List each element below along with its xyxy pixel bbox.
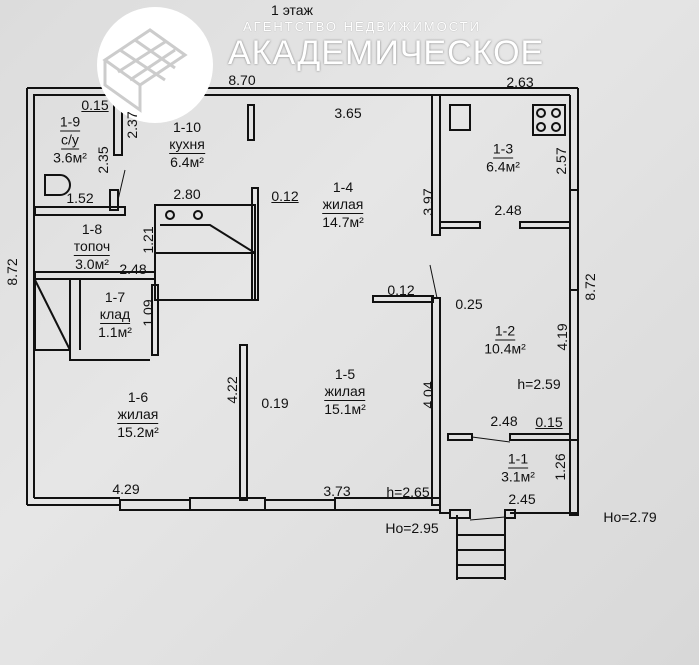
dimension-label: 2.48	[490, 413, 518, 429]
wall	[519, 221, 571, 229]
room-number: 1-2	[494, 322, 516, 341]
dimension-label: 4.22	[224, 376, 240, 404]
dimension-label: 2.57	[553, 147, 569, 175]
dimension-label: 3.65	[334, 105, 362, 121]
room-area: 6.4м²	[170, 154, 204, 170]
wall	[431, 297, 441, 506]
room-number: 1-9	[59, 113, 81, 132]
room-number: 1-7	[104, 289, 126, 305]
room-area: 3.0м²	[75, 256, 109, 272]
room-area: 1.1м²	[98, 324, 132, 340]
room-1-7: 1-7 клад 1.1м²	[98, 289, 132, 341]
dimension-label: h=2.59	[517, 376, 561, 392]
dimension-label: 0.25	[455, 296, 483, 312]
dimension-label: 3.97	[420, 188, 436, 216]
logo-tagline: АГЕНТСТВО НЕДВИЖИМОСТИ	[243, 19, 481, 34]
room-name: жилая	[322, 196, 364, 214]
room-area: 10.4м²	[484, 340, 526, 357]
wall	[154, 204, 256, 254]
room-1-3: 1-3 6.4м²	[486, 141, 520, 176]
dimension-label: 0.12	[271, 188, 299, 204]
wall	[439, 221, 481, 229]
room-name: с/у	[61, 131, 79, 150]
dimension-label: 2.63	[506, 74, 534, 90]
dimension-label: 2.80	[173, 186, 201, 202]
dimension-label: 1.26	[552, 453, 568, 481]
logo-name: АКАДЕМИЧЕСКОЕ	[228, 34, 545, 72]
wall	[431, 94, 441, 236]
room-1-2: 1-2 10.4м²	[484, 323, 526, 358]
room-area: 3.1м²	[501, 468, 535, 485]
dimension-label: 2.37	[124, 111, 140, 139]
dimension-label: 2.48	[494, 202, 522, 218]
room-number: 1-6	[127, 389, 149, 405]
dimension-label: 8.70	[228, 72, 256, 88]
dimension-label: 3.73	[323, 483, 351, 499]
wall-segment	[189, 497, 266, 511]
dimension-label: 1.21	[140, 226, 156, 254]
dimension-label: h=2.65	[386, 484, 430, 500]
door-sill	[449, 509, 471, 519]
wall	[239, 344, 248, 501]
wall	[34, 206, 126, 216]
room-name: клад	[99, 306, 131, 324]
dimension-label: 4.29	[112, 481, 140, 497]
room-number: 1-3	[492, 140, 514, 159]
room-1-4: 1-4 жилая 14.7м²	[322, 179, 364, 231]
room-name: жилая	[117, 406, 159, 424]
room-name: жилая	[324, 383, 366, 401]
logo-emblem	[97, 7, 213, 123]
room-1-5: 1-5 жилая 15.1м²	[324, 366, 366, 418]
dimension-label: 0.12	[387, 282, 415, 298]
dimension-label: 4.19	[554, 323, 570, 351]
dimension-label: 8.72	[582, 273, 598, 301]
dimension-label: 0.19	[261, 395, 289, 411]
room-area: 6.4м²	[486, 158, 520, 175]
wall	[251, 187, 259, 301]
window	[119, 499, 191, 511]
room-number: 1-4	[332, 179, 354, 195]
dimension-label: Ho=2.95	[385, 520, 439, 536]
room-number: 1-8	[81, 221, 103, 237]
dimension-label: 0.15	[81, 97, 109, 113]
door-sill	[504, 509, 516, 519]
room-name: топоч	[73, 238, 111, 256]
room-1-8: 1-8 топоч 3.0м²	[73, 221, 111, 273]
room-number: 1-1	[507, 450, 529, 469]
wall	[151, 284, 159, 356]
dimension-label: 2.35	[95, 146, 111, 174]
dimension-label: 8.72	[4, 258, 20, 286]
wall	[447, 433, 473, 441]
dimension-label: Ho=2.79	[603, 509, 657, 525]
room-area: 15.2м²	[117, 424, 159, 440]
dimension-label: 4.04	[420, 381, 436, 409]
room-area: 14.7м²	[322, 214, 364, 230]
wall	[509, 433, 571, 441]
floor-title: 1 этаж	[271, 2, 313, 18]
room-1-6: 1-6 жилая 15.2м²	[117, 389, 159, 441]
room-1-1: 1-1 3.1м²	[501, 451, 535, 486]
room-1-9: 1-9 с/у 3.6м²	[53, 114, 87, 167]
room-area: 15.1м²	[324, 401, 366, 417]
window	[569, 439, 579, 516]
dimension-label: 1.52	[66, 190, 94, 206]
room-name: кухня	[169, 136, 205, 154]
wall	[372, 295, 434, 303]
room-area: 3.6м²	[53, 149, 87, 166]
wall	[247, 104, 255, 141]
window	[569, 189, 579, 291]
dimension-label: 1.09	[140, 299, 156, 327]
dimension-label: 2.48	[119, 261, 147, 277]
room-number: 1-5	[334, 366, 356, 382]
staircase	[34, 279, 150, 361]
dimension-label: 0.15	[535, 414, 563, 430]
entrance-steps	[456, 515, 506, 580]
window	[264, 499, 336, 511]
dimension-label: 2.45	[508, 491, 536, 507]
room-1-10: 1-10 кухня 6.4м²	[169, 119, 205, 171]
room-number: 1-10	[172, 119, 202, 135]
